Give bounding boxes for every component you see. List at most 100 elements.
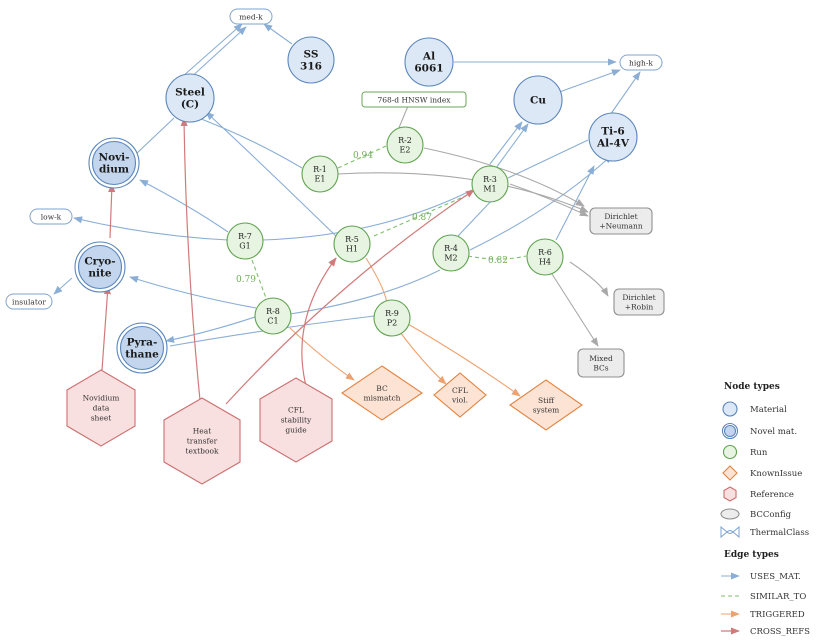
edge-sim-r5-r3 bbox=[373, 193, 471, 237]
label-cryonite: Cryo-nite bbox=[84, 256, 115, 280]
legend-label-knownissue: KnownIssue bbox=[750, 469, 802, 479]
bcconfig-mixed[interactable] bbox=[577, 348, 625, 378]
legend-swatch-material bbox=[722, 401, 738, 417]
edge-r7-novidium bbox=[139, 179, 229, 233]
reference-cfl-stability-guide[interactable] bbox=[259, 377, 333, 463]
thermal-class-insulator[interactable] bbox=[5, 293, 53, 310]
legend-label-bcconfig: BCConfig bbox=[750, 510, 792, 520]
material-ss316[interactable] bbox=[287, 36, 335, 84]
thermal-class-high-k[interactable] bbox=[619, 54, 663, 71]
edge-ss316-medk bbox=[263, 23, 293, 45]
edge-r3-cu-2 bbox=[495, 123, 529, 169]
run-r6[interactable] bbox=[526, 238, 564, 276]
known-issue-stiff-system[interactable] bbox=[509, 379, 583, 431]
legend-label-triggered: TRIGGERED bbox=[750, 610, 805, 620]
legend-label-uses: USES_MAT. bbox=[750, 572, 801, 582]
material-ti6al4v[interactable] bbox=[588, 112, 638, 162]
edge-r2-hnsw bbox=[397, 105, 409, 131]
edge-cu-highk bbox=[553, 69, 621, 95]
run-r4[interactable] bbox=[432, 234, 470, 272]
thermal-class-low-k[interactable] bbox=[29, 208, 73, 225]
edge-ref-cryonite bbox=[101, 285, 112, 371]
edge-r6-mixed bbox=[551, 273, 599, 347]
legend-swatch-bcconfig bbox=[720, 508, 740, 520]
edge-ref-novidium bbox=[108, 183, 116, 239]
legend-label-thermalclass: ThermalClass bbox=[750, 528, 809, 538]
legend-swatch-run bbox=[722, 444, 738, 460]
edge-r6-ti bbox=[555, 165, 595, 241]
edge-r8-r4 bbox=[289, 269, 441, 315]
edge-ref-r3 bbox=[225, 189, 475, 405]
legend-node-title: Node types bbox=[724, 382, 780, 392]
run-r1[interactable] bbox=[301, 155, 339, 193]
label-high-k: high-k bbox=[629, 59, 653, 68]
known-issue-cfl-viol[interactable] bbox=[433, 372, 487, 418]
legend-label-run: Run bbox=[750, 448, 768, 458]
label-med-k: med-k bbox=[239, 13, 263, 22]
legend: Node types Material Novel mat. Run Known… bbox=[720, 382, 810, 637]
known-issue-bc-mismatch[interactable] bbox=[341, 365, 423, 421]
legend-label-novel: Novel mat. bbox=[750, 427, 797, 437]
edge-r1-steel bbox=[187, 113, 303, 169]
thermal-class-med-k[interactable] bbox=[229, 8, 273, 25]
edge-ti-highk bbox=[607, 71, 641, 119]
legend-label-reference: Reference bbox=[750, 490, 794, 500]
edge-steel-medk bbox=[181, 23, 243, 78]
edge-r4-ti bbox=[469, 154, 613, 251]
edge-r1-bcdn bbox=[337, 172, 589, 213]
edges bbox=[53, 23, 641, 405]
run-r7[interactable] bbox=[226, 222, 264, 260]
label-low-k: low-k bbox=[41, 213, 62, 222]
edge-r9-stiff bbox=[407, 323, 521, 397]
label-cu: Cu bbox=[530, 95, 546, 107]
edge-ref-r5 bbox=[301, 257, 337, 387]
edge-cryonite-insulator bbox=[53, 277, 73, 295]
legend-swatch-thermalclass bbox=[720, 525, 740, 539]
edge-r3-ti bbox=[507, 139, 589, 179]
edge-r6-bcdr bbox=[569, 261, 609, 297]
edge-r2-bcdn bbox=[423, 147, 585, 207]
bcconfig-dirichlet-robin[interactable] bbox=[613, 288, 665, 316]
label-hnsw: 768-d HNSW index bbox=[377, 96, 451, 105]
reference-heat-transfer-textbook[interactable] bbox=[163, 397, 241, 485]
edge-r4-r3 bbox=[457, 197, 495, 237]
bcconfig-dirichlet-neumann[interactable] bbox=[589, 207, 653, 235]
edge-novidium-steel bbox=[135, 117, 175, 155]
label-bc-dn: Dirichlet+Neumann bbox=[599, 212, 643, 231]
material-steel-c[interactable] bbox=[165, 73, 215, 123]
legend-swatch-reference bbox=[723, 486, 737, 502]
material-al6061[interactable] bbox=[404, 37, 454, 87]
edge-r5-steel bbox=[205, 111, 339, 239]
run-r8[interactable] bbox=[254, 297, 292, 335]
sim-label-r1-r2: 0.94 bbox=[353, 151, 373, 161]
edge-steel-medk-2 bbox=[187, 26, 247, 81]
run-r9[interactable] bbox=[373, 299, 411, 337]
label-insulator: insulator bbox=[12, 298, 46, 307]
material-cu[interactable] bbox=[513, 75, 563, 125]
run-r2[interactable] bbox=[386, 126, 424, 164]
label-steel: Steel(C) bbox=[175, 87, 205, 111]
sim-label-r5-r3: 0.87 bbox=[412, 213, 432, 223]
run-r3[interactable] bbox=[471, 165, 509, 203]
hnsw-index-box[interactable] bbox=[361, 91, 467, 108]
reference-novidium-datasheet[interactable] bbox=[66, 369, 136, 447]
edge-ref-steel bbox=[180, 117, 201, 401]
edge-r7-lowk bbox=[73, 216, 229, 241]
run-r5[interactable] bbox=[333, 225, 371, 263]
edge-r7-r3 bbox=[261, 189, 473, 241]
